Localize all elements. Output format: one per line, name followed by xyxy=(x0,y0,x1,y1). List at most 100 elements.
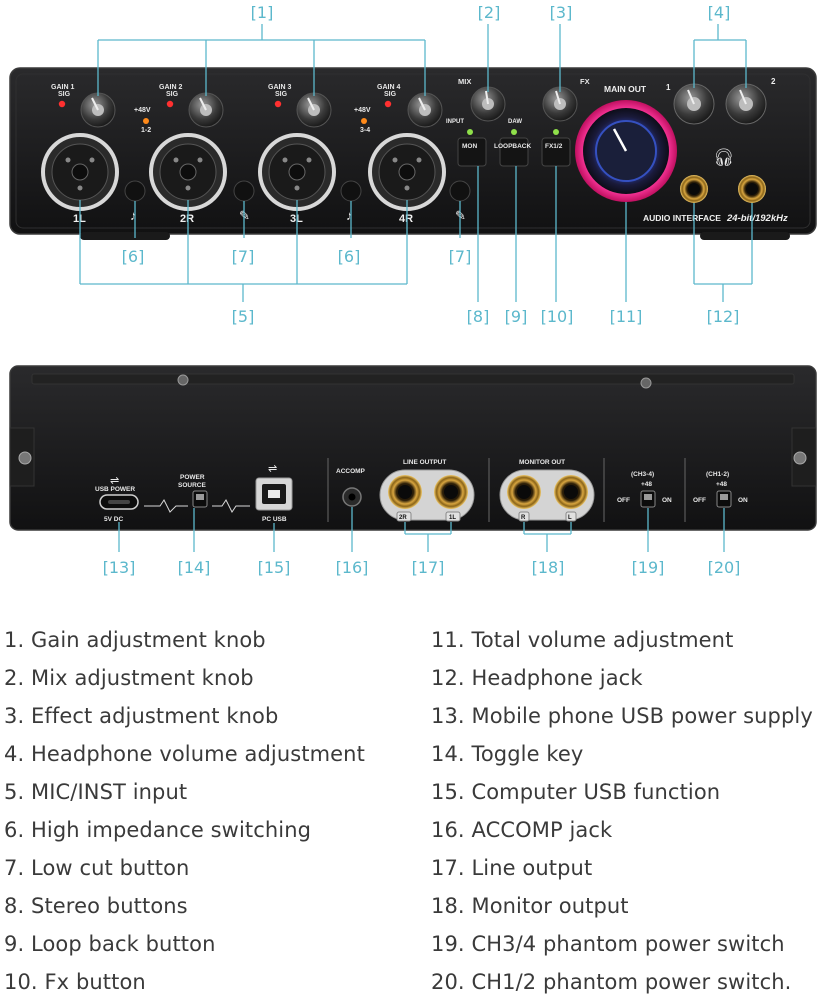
legend: 1. Gain adjustment knob 2. Mix adjustmen… xyxy=(0,620,826,1000)
legend-item-9: 9. Loop back button xyxy=(4,932,216,956)
legend-item-13: 13. Mobile phone USB power supply xyxy=(431,704,813,728)
input-label: INPUT xyxy=(446,119,464,125)
callout-1: [1] xyxy=(251,3,274,22)
callout-20: [20] xyxy=(708,558,741,577)
combo-input-2r[interactable] xyxy=(151,135,225,209)
mon-label: MON xyxy=(462,143,477,150)
callout-2: [2] xyxy=(478,3,501,22)
legend-item-3: 3. Effect adjustment knob xyxy=(4,704,278,728)
monitor-out-label: MONITOR OUT xyxy=(519,459,565,466)
headphone-jack-1[interactable] xyxy=(680,175,708,203)
mon-button[interactable]: MON xyxy=(458,138,486,166)
brand-text: AUDIO INTERFACE xyxy=(643,213,721,223)
usb-b-port[interactable] xyxy=(256,478,292,510)
callout-10: [10] xyxy=(541,307,574,326)
fx-label: FX xyxy=(580,77,590,86)
function-buttons: MON LOOPBACK FX1/2 xyxy=(458,138,570,166)
phantom-switch-ch12[interactable] xyxy=(717,491,731,507)
back-callouts: [13] [14] [15] [16] [17] [18] [19] [20] xyxy=(103,558,741,577)
dc-label: 5V DC xyxy=(104,516,123,523)
sig-4-label: SIG xyxy=(384,91,397,98)
line-output-2r-jack[interactable] xyxy=(388,475,422,509)
line-1l-label: 1L xyxy=(449,515,456,521)
main-out-label: MAIN OUT xyxy=(604,84,647,94)
fx12-button[interactable]: FX1/2 xyxy=(542,138,570,166)
headphone-knob-1[interactable] xyxy=(674,84,714,124)
legend-item-5: 5. MIC/INST input xyxy=(4,780,187,804)
main-out-knob[interactable] xyxy=(575,100,677,202)
legend-item-6: 6. High impedance switching xyxy=(4,818,311,842)
lowcut-button-4[interactable] xyxy=(450,181,470,201)
legend-item-17: 17. Line output xyxy=(431,856,592,880)
callout-8: [8] xyxy=(467,307,490,326)
legend-item-4: 4. Headphone volume adjustment xyxy=(4,742,365,766)
phantom-34-bottom-label: 3-4 xyxy=(360,127,370,134)
mix-label: MIX xyxy=(458,77,471,86)
headphone-1-label: 1 xyxy=(666,83,671,92)
monitor-l-jack[interactable] xyxy=(554,475,588,509)
callout-11: [11] xyxy=(610,307,643,326)
ch12-label-2: +48 xyxy=(716,481,727,488)
mix-knob[interactable] xyxy=(471,87,505,121)
channel-label-2r: 2R xyxy=(180,213,194,225)
callout-6b: [6] xyxy=(338,247,361,266)
callout-14: [14] xyxy=(178,558,211,577)
inst-button-1[interactable] xyxy=(125,181,145,201)
callout-19: [19] xyxy=(632,558,665,577)
gain-4-label: GAIN 4 xyxy=(377,84,400,91)
power-source-label-1: POWER xyxy=(180,474,205,481)
fx-knob[interactable] xyxy=(543,87,577,121)
usb-c-port[interactable] xyxy=(100,495,138,509)
gain-1-label: GAIN 1 xyxy=(51,84,74,91)
power-source-toggle[interactable] xyxy=(193,491,207,507)
loopback-label: LOOPBACK xyxy=(494,143,532,150)
headphone-knob-2[interactable] xyxy=(726,84,766,124)
accomp-label: ACCOMP xyxy=(336,468,366,475)
phantom-switch-ch34[interactable] xyxy=(641,491,655,507)
accomp-jack[interactable] xyxy=(343,488,361,506)
legend-item-14: 14. Toggle key xyxy=(431,742,583,766)
monitor-r-jack[interactable] xyxy=(507,475,541,509)
inst-button-3[interactable] xyxy=(341,181,361,201)
ch34-off-label: OFF xyxy=(617,497,630,504)
headphone-2-label: 2 xyxy=(771,77,776,86)
legend-item-10: 10. Fx button xyxy=(4,970,146,994)
phantom-12-bottom-label: 1-2 xyxy=(141,127,151,134)
combo-input-3l[interactable] xyxy=(260,135,334,209)
gain-knob-1[interactable] xyxy=(81,93,115,127)
gain-2-label: GAIN 2 xyxy=(159,84,182,91)
combo-input-4r[interactable] xyxy=(370,135,444,209)
callout-7b: [7] xyxy=(449,247,472,266)
daw-label: DAW xyxy=(508,119,522,125)
gain-knob-4[interactable] xyxy=(408,93,442,127)
callout-15: [15] xyxy=(258,558,291,577)
monitor-r-label: R xyxy=(521,515,526,521)
legend-item-15: 15. Computer USB function xyxy=(431,780,720,804)
legend-item-7: 7. Low cut button xyxy=(4,856,189,880)
gain-knob-3[interactable] xyxy=(297,93,331,127)
sig-1-label: SIG xyxy=(58,91,71,98)
gain-knob-2[interactable] xyxy=(189,93,223,127)
callout-4: [4] xyxy=(708,3,731,22)
callout-17: [17] xyxy=(412,558,445,577)
sig-3-label: SIG xyxy=(275,91,288,98)
headphone-jack-2[interactable] xyxy=(738,175,766,203)
spec-text: 24-bit/192kHz xyxy=(726,213,788,224)
line-output-jacks: 2R 1L xyxy=(380,470,474,521)
lowcut-button-2[interactable] xyxy=(234,181,254,201)
combo-input-1l[interactable] xyxy=(43,135,117,209)
line-output-1l-jack[interactable] xyxy=(434,475,468,509)
callout-12: [12] xyxy=(707,307,740,326)
power-source-label-2: SOURCE xyxy=(178,482,206,489)
usb-icon: ⇌ xyxy=(268,463,277,475)
legend-item-8: 8. Stereo buttons xyxy=(4,894,188,918)
gain-3-label: GAIN 3 xyxy=(268,84,291,91)
callout-7a: [7] xyxy=(232,247,255,266)
callout-18: [18] xyxy=(532,558,565,577)
callout-3: [3] xyxy=(550,3,573,22)
fx12-label: FX1/2 xyxy=(545,143,563,150)
legend-item-19: 19. CH3/4 phantom power switch xyxy=(431,932,785,956)
line-2r-label: 2R xyxy=(399,515,407,521)
ch12-on-label: ON xyxy=(738,497,748,504)
loopback-button[interactable]: LOOPBACK xyxy=(494,138,532,166)
